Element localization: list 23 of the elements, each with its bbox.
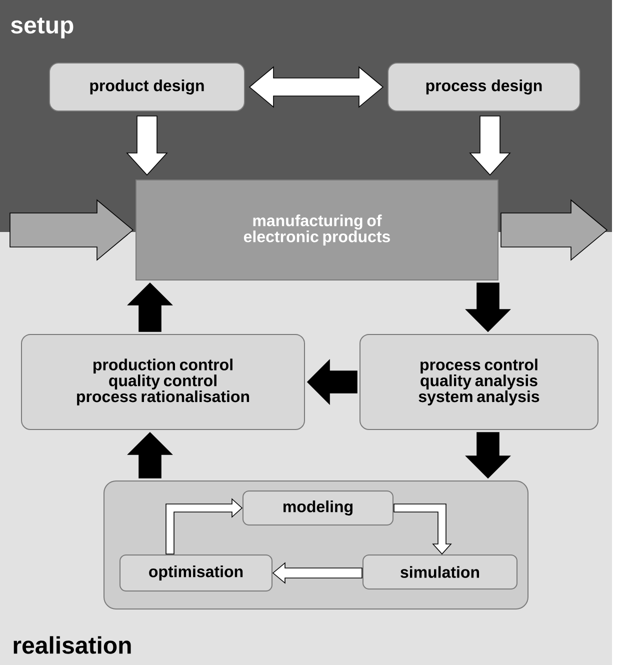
- step-box: simulation: [362, 554, 518, 590]
- block-arrow: [126, 116, 168, 176]
- step-box: modeling: [242, 490, 394, 526]
- block-arrow: [127, 282, 173, 332]
- block-arrow: [465, 282, 511, 332]
- block-arrow: [248, 66, 384, 108]
- manufacturing-box: manufacturing of electronic products: [136, 180, 498, 280]
- design-box: process design: [388, 62, 580, 112]
- design-box: product design: [49, 62, 245, 112]
- block-arrow: [272, 562, 362, 584]
- block-arrow: [127, 432, 173, 478]
- section-title: setup: [11, 18, 74, 38]
- block-arrow: [10, 199, 134, 261]
- block-arrow: [469, 116, 511, 176]
- block-arrow: [166, 498, 243, 554]
- step-box: optimisation: [120, 554, 272, 592]
- block-arrow: [306, 359, 358, 405]
- control-box: production control quality control process rationalisation: [21, 334, 305, 430]
- block-arrow: [394, 504, 452, 555]
- section-title: realisation: [14, 636, 131, 654]
- block-arrow: [500, 199, 608, 261]
- analysis-box: process control quality analysis system analysis: [360, 334, 598, 430]
- block-arrow: [465, 432, 511, 479]
